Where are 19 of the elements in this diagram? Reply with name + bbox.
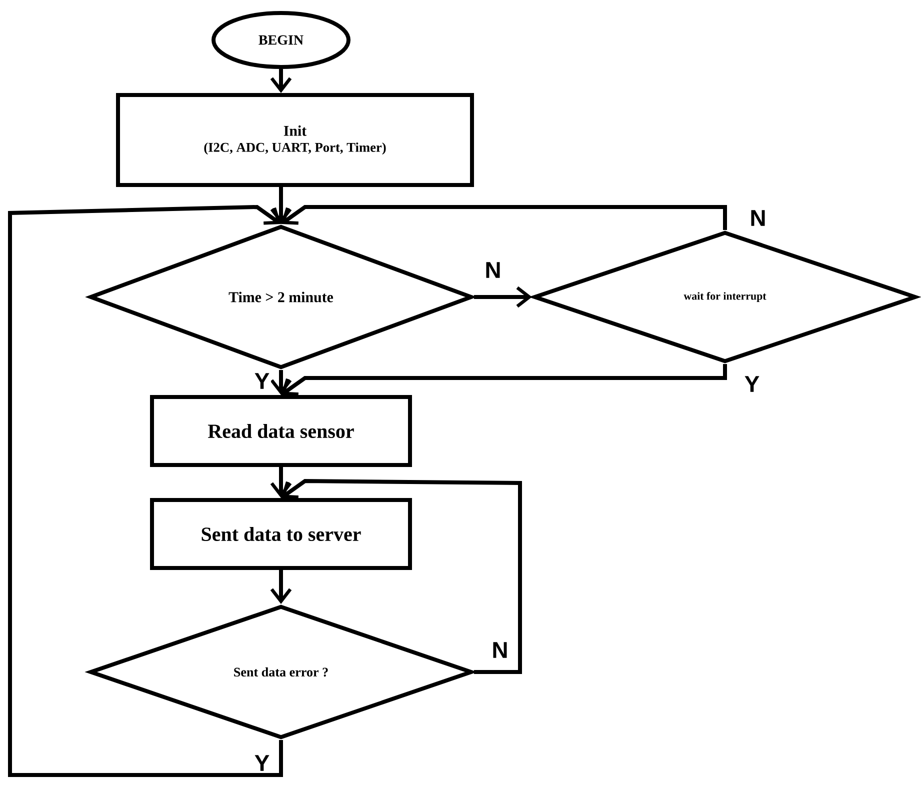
edge-label: Y [253, 754, 271, 772]
arrow [270, 467, 292, 498]
edge-label: N [490, 640, 510, 660]
arrow [281, 205, 727, 230]
process-box: Sent data to server [150, 498, 412, 570]
edge-label: N [483, 260, 503, 280]
process-box: Read data sensor [150, 395, 412, 467]
edge-label: Y [743, 374, 761, 394]
edge-label: Y [253, 372, 271, 390]
process-box: Init (I2C, ADC, UART, Port, Timer) [116, 93, 474, 187]
arrow [281, 478, 522, 674]
arrow [270, 370, 292, 395]
arrow [8, 204, 283, 777]
arrow [474, 286, 532, 308]
arrow [281, 364, 727, 396]
edge-label: N [748, 208, 768, 228]
arrow [270, 187, 292, 224]
arrow [270, 570, 292, 604]
arrow [270, 69, 292, 93]
